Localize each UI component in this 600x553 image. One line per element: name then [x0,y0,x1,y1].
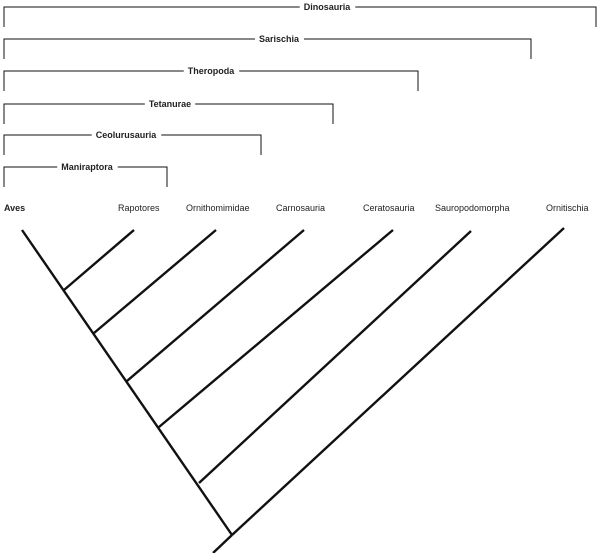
branch-sauropodomorpha [198,230,472,484]
taxon-labels: Aves Rapotores Ornithomimidae Carnosauri… [4,203,589,213]
label-bg [144,98,196,110]
branch-ornitischia [231,227,565,536]
taxon-label-sauropodomorpha: Sauropodomorpha [435,203,510,213]
main-stem [21,229,233,536]
branch-ceratosauria [158,229,394,428]
clade-label-tetanurae: Tetanurae [149,99,191,109]
clade-label-ceolurusauria: Ceolurusauria [96,130,158,140]
root-branch [212,534,233,553]
taxon-label-ceratosauria: Ceratosauria [363,203,415,213]
clade-labels: Dinosauria Sarischia Theropoda Tetanurae… [57,1,356,173]
label-bg [91,129,162,141]
taxon-label-ornitischia: Ornitischia [546,203,589,213]
clade-label-theropoda: Theropoda [188,66,235,76]
taxon-label-rapotores: Rapotores [118,203,160,213]
taxon-label-ornithomimidae: Ornithomimidae [186,203,250,213]
label-bg [299,1,356,13]
taxon-label-aves: Aves [4,203,25,213]
branch-ornithomimidae [93,229,217,334]
branch-rapotores [63,229,135,291]
clade-label-sarischia: Sarischia [259,34,300,44]
label-bg [254,33,305,45]
label-bg [57,161,118,173]
clade-label-maniraptora: Maniraptora [61,162,114,172]
taxon-label-carnosauria: Carnosauria [276,203,325,213]
branch-carnosauria [126,229,305,382]
label-bg [183,65,240,77]
clade-label-dinosauria: Dinosauria [304,2,352,12]
tree-branches [21,227,565,553]
